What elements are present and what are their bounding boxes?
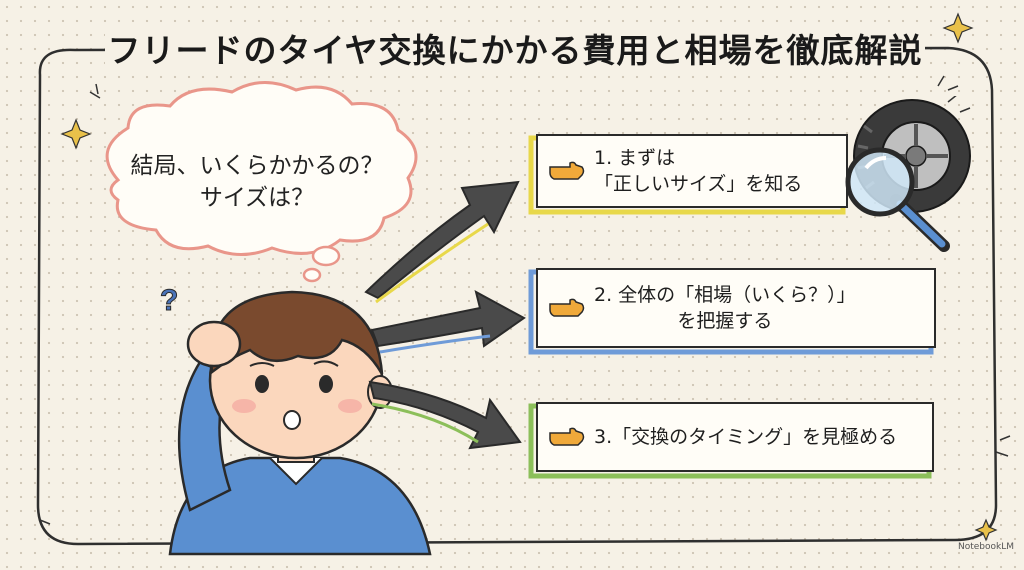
step-2-line-1: 2. 全体の「相場（いくら？）」 [594, 284, 856, 306]
step-3-text: 3.「交換のタイミング」を見極める [594, 424, 897, 450]
step-2-text: 2. 全体の「相場（いくら？）」 を把握する [594, 282, 856, 334]
step-2-line-2: を把握する [677, 310, 773, 332]
arrows-layer [364, 180, 526, 450]
sparkle-icon [942, 12, 974, 44]
arrow-to-step-2 [370, 290, 526, 354]
step-1-text: 1. まずは 「正しいサイズ」を知る [594, 145, 802, 197]
step-1-box: 1. まずは 「正しいサイズ」を知る [536, 134, 848, 208]
confused-person-illustration: ? [160, 284, 432, 556]
pointing-hand-icon [549, 427, 585, 446]
arrow-to-step-3 [368, 380, 522, 450]
question-mark: ? [160, 284, 178, 317]
thought-bubble [105, 80, 418, 283]
step-3-box: 3.「交換のタイミング」を見極める [536, 402, 934, 472]
step-3-line-1: 3.「交換のタイミング」を見極める [594, 426, 898, 448]
step-2-box: 2. 全体の「相場（いくら？）」 を把握する [536, 268, 936, 348]
tire-magnifier-illustration [845, 96, 971, 252]
step-1-line-2: 「正しいサイズ」を知る [594, 173, 803, 195]
thought-line-2: サイズは？ [199, 185, 315, 211]
magnifier-icon [845, 147, 950, 252]
pointing-hand-icon [549, 298, 585, 317]
sparkle-dash-icon [39, 75, 1011, 525]
page-title: フリードのタイヤ交換にかかる費用と相場を徹底解説 [105, 28, 925, 74]
sparkle-icon [60, 118, 92, 150]
thought-line-1: 結局、いくらかかるの？ [130, 153, 384, 179]
credit-text: NotebookLM [957, 542, 1014, 552]
pointing-hand-icon [549, 161, 585, 180]
step-1-line-1: 1. まずは [594, 147, 676, 169]
sparkle-icon [974, 518, 998, 542]
arrow-to-step-1 [364, 180, 520, 304]
frame-border [36, 12, 1011, 546]
thought-text: 結局、いくらかかるの？ サイズは？ [112, 150, 402, 214]
